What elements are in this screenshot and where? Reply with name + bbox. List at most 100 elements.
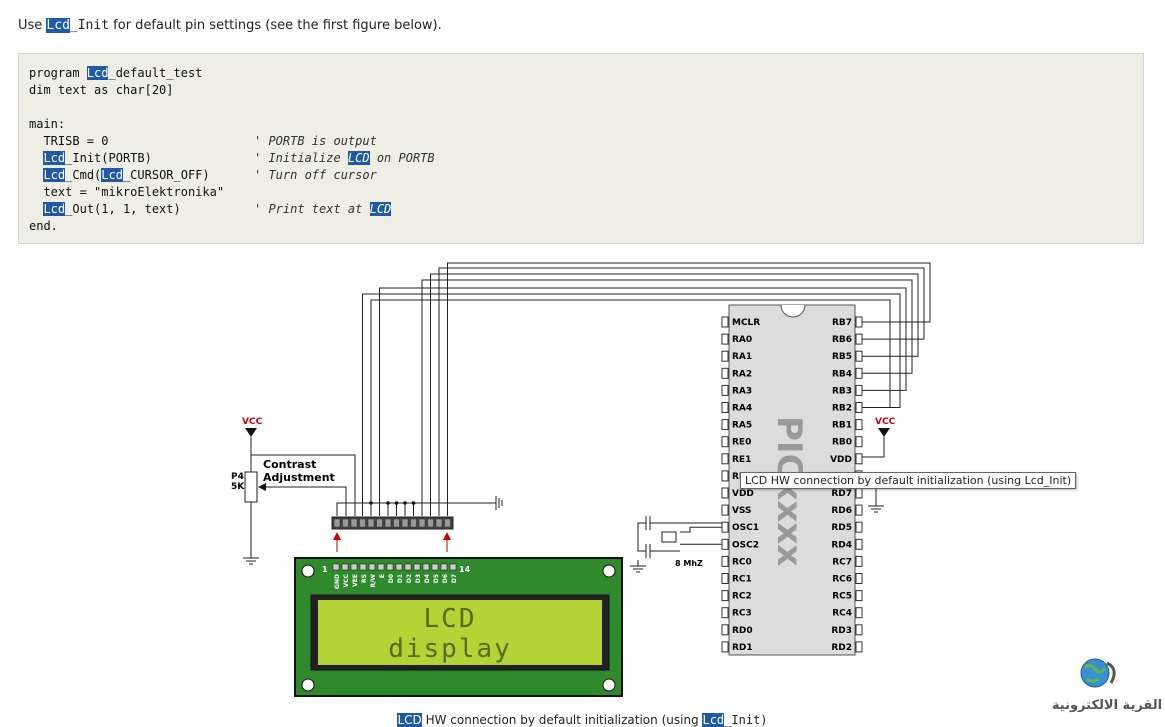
lcd-header-pin <box>413 563 421 571</box>
comment-text: ' Turn off cursor <box>254 168 377 182</box>
lcd-pin-name: D5 <box>433 574 440 583</box>
pic-pin-label-left: RA1 <box>732 352 752 362</box>
pic-pin-label-left: VDD <box>732 489 754 499</box>
pic-pin <box>855 624 863 636</box>
pic-pin <box>855 384 863 396</box>
pic-pin <box>855 316 863 328</box>
pic-pin-label-right: RD2 <box>831 643 852 653</box>
pic-pin <box>721 573 729 584</box>
pic-pin <box>721 436 729 448</box>
pic-pin-label-right: RD6 <box>831 506 852 516</box>
pic-pin-label-left: RA2 <box>732 369 752 379</box>
pic-pin <box>855 538 863 550</box>
pic-pin <box>855 367 863 379</box>
vcc-wire <box>251 454 356 516</box>
pic-pin <box>855 350 863 362</box>
pic-pin-label-left: OSC1 <box>732 523 759 533</box>
lcd-pin-last: 14 <box>459 565 471 574</box>
pic-pin-label-left: VSS <box>732 506 752 516</box>
pic-pin-label-left: RC2 <box>732 592 752 602</box>
junction <box>369 501 373 505</box>
contrast-label: Adjustment <box>263 471 335 484</box>
vcc-label: VCC <box>242 417 263 427</box>
pic-pin-label-left: RD0 <box>732 626 753 636</box>
lcd-connector-pin <box>342 518 349 528</box>
code-text: program <box>29 66 87 80</box>
code-text <box>29 168 43 182</box>
pic-pin <box>721 419 729 431</box>
pic-pin <box>721 470 729 482</box>
pic-pin-label-left: MCLR <box>732 318 760 328</box>
code-text: TRISB = 0 <box>29 134 109 148</box>
lcd-pin-first: 1 <box>322 565 328 574</box>
pic-pin-label-right: RD7 <box>831 489 852 499</box>
code-line: main: <box>29 116 65 133</box>
lcd-connector-pin <box>427 518 434 528</box>
pic-pin-label-left: RA0 <box>732 335 752 345</box>
lcd-connector-pin <box>418 518 426 528</box>
lcd-mount-hole <box>301 564 315 578</box>
code-text: _Init(PORTB) <box>65 151 152 165</box>
pic-pin-label-right: RB5 <box>832 352 852 362</box>
code-comment: ' Print text at LCD <box>254 201 392 218</box>
comment-highlight: LCD <box>369 202 392 216</box>
lcd-connector-pin <box>350 518 358 528</box>
pic-pin-label-left: RD1 <box>732 643 753 653</box>
lcd-text-line1: LCD <box>424 604 477 634</box>
code-line: end. <box>29 218 58 235</box>
pic-pin <box>855 453 863 465</box>
pic-pin <box>721 402 729 413</box>
comment-text: ' Initialize <box>254 151 348 165</box>
code-line: text = "mikroElektronika" <box>29 184 224 201</box>
intro-code-rest: _Init <box>69 18 110 33</box>
code-line: dim text as char[20] <box>29 82 174 99</box>
pic-chip-label: PICxxxx <box>769 416 809 566</box>
pic-pin <box>721 641 729 653</box>
junction <box>403 501 407 505</box>
lcd-header-pin <box>341 563 349 571</box>
lcd-connector-pin <box>444 518 451 528</box>
lcd-mount-hole <box>602 564 616 578</box>
lcd-header-pin <box>332 563 340 571</box>
red-arrow <box>443 532 451 540</box>
pic-pin <box>721 538 729 550</box>
code-comment: ' Initialize LCD on PORTB <box>254 150 435 167</box>
comment-highlight: LCD <box>347 151 370 165</box>
lcd-connector-pin <box>367 518 375 528</box>
pic-pin-label-right: RB3 <box>832 386 852 396</box>
intro-code-highlight: Lcd <box>46 18 70 33</box>
lcd-pin-name: D3 <box>415 574 422 583</box>
pic-pin <box>721 521 729 533</box>
code-line: TRISB = 0 <box>29 133 108 150</box>
data-wire <box>421 279 913 516</box>
lcd-header-pin <box>431 563 439 571</box>
code-line: Lcd_Out(1, 1, text) <box>29 201 181 218</box>
pic-pin-label-left: RA3 <box>732 386 752 396</box>
lcd-pin-name: R/W <box>370 574 377 588</box>
pic-pin-label-right: RB0 <box>832 438 852 448</box>
pic-pin <box>721 453 729 465</box>
pic-pin <box>855 641 863 653</box>
pic-pin <box>855 333 863 345</box>
pic-pin-label-left: RC3 <box>732 609 752 619</box>
data-wire <box>370 299 891 516</box>
intro-prefix: Use <box>18 18 47 33</box>
watermark-text: القرية الالكترونية <box>1052 698 1162 713</box>
code-text: text = "mikroElektronika" <box>29 185 225 199</box>
pic-pin <box>721 504 729 516</box>
code-text: _Cmd( <box>65 168 102 182</box>
pic-pin-label-left: RC1 <box>732 575 752 585</box>
pic-pin <box>855 487 863 499</box>
lcd-pin-name: D1 <box>397 574 404 583</box>
pic-pin <box>721 333 729 345</box>
potentiometer <box>244 471 258 503</box>
code-highlight: Lcd <box>101 168 123 182</box>
pic-pin-label-right: RB7 <box>832 318 852 328</box>
lcd-screen <box>318 600 602 665</box>
caption-code-highlight: Lcd <box>702 713 725 727</box>
data-wire <box>447 262 931 516</box>
junction <box>394 501 399 505</box>
pic-pin <box>721 607 729 619</box>
code-line: program Lcd_default_test <box>29 65 202 82</box>
intro-suffix: for default pin settings (see the first … <box>109 18 442 33</box>
